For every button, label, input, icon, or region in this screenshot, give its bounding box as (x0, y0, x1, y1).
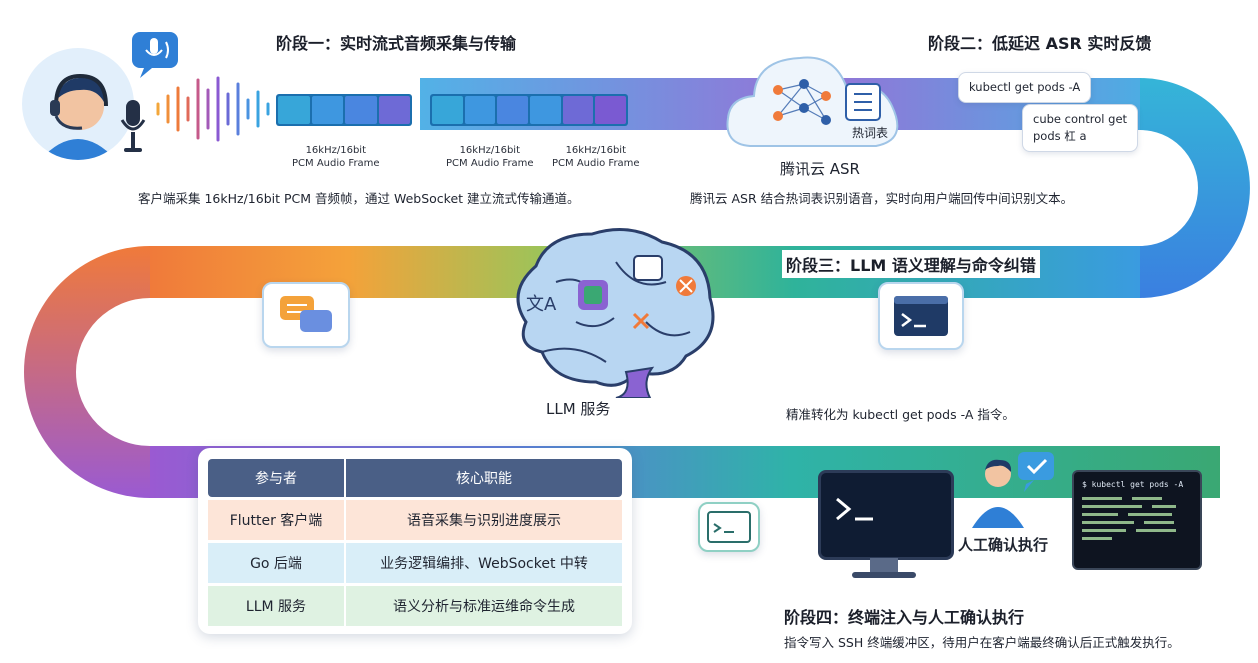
cloud-icon (726, 56, 899, 147)
asr-name: 腾讯云 ASR (780, 160, 860, 178)
table-header: 核心职能 (344, 459, 622, 497)
table-cell: 业务逻辑编排、WebSocket 中转 (344, 543, 622, 583)
microphone-bubble-icon (132, 32, 178, 78)
terminal-mini-card (698, 502, 760, 552)
terminal-card (878, 282, 964, 350)
chat-card (262, 282, 350, 348)
microphone-icon (118, 98, 148, 162)
chat-bubbles-icon (280, 296, 332, 332)
road-command-text: kubect (650, 518, 698, 534)
table-header: 参与者 (208, 459, 344, 497)
frame-label-3: 16kHz/16bit PCM Audio Frame (552, 145, 640, 169)
terminal-icon (894, 296, 948, 336)
stage-1-desc: 客户端采集 16kHz/16bit PCM 音频帧，通过 WebSocket 建… (138, 191, 580, 206)
terminal-window: $ kubectl get pods -A (1072, 470, 1202, 570)
asr-raw-bubble: cube control get pods 杠 a (1022, 104, 1139, 152)
frame-label-1: 16kHz/16bit PCM Audio Frame (292, 145, 380, 169)
audio-waveform (156, 76, 270, 142)
monitor-stand (870, 558, 898, 574)
stage-4-desc: 指令写入 SSH 终端缓冲区，待用户在客户端最终确认后正式触发执行。 (784, 635, 1180, 650)
user-avatar (22, 48, 134, 160)
voice-bubble (130, 30, 182, 78)
frame-label-2: 16kHz/16bit PCM Audio Frame (446, 145, 534, 169)
stage-4-title: 阶段四：终端注入与人工确认执行 (784, 608, 1025, 627)
table-row: LLM 服务 语义分析与标准运维命令生成 (208, 586, 622, 626)
confirm-label: 人工确认执行 (958, 536, 1049, 554)
table-cell: 语义分析与标准运维命令生成 (344, 586, 622, 626)
table-cell: 语音采集与识别进度展示 (344, 500, 622, 540)
llm-name: LLM 服务 (546, 400, 611, 418)
terminal-icon (707, 511, 751, 543)
stage-2-title: 阶段二：低延迟 ASR 实时反馈 (928, 34, 1152, 53)
monitor-base (852, 572, 916, 578)
stage-2-desc: 腾讯云 ASR 结合热词表识别语音，实时向用户端回传中间识别文本。 (690, 191, 1074, 206)
table-cell: Go 后端 (208, 543, 344, 583)
table-cell: LLM 服务 (208, 586, 344, 626)
stage-3-desc: 精准转化为 kubectl get pods -A 指令。 (786, 407, 1015, 422)
pcm-frame-group-1 (276, 94, 412, 126)
table-row: Flutter 客户端 语音采集与识别进度展示 (208, 500, 622, 540)
table-cell: Flutter 客户端 (208, 500, 344, 540)
terminal-output-lines (1082, 497, 1176, 540)
stage-3-title: 阶段三：LLM 语义理解与命令纠错 (782, 250, 1040, 278)
table-row: Go 后端 业务逻辑编排、WebSocket 中转 (208, 543, 622, 583)
pcm-frame-group-2 (430, 94, 628, 126)
svg-text:文A: 文A (526, 294, 557, 315)
hotword-label: 热词表 (852, 126, 889, 140)
terminal-prompt-icon (836, 497, 873, 521)
asr-result-bubble: kubectl get pods -A (958, 72, 1092, 103)
table-header-row: 参与者 核心职能 (208, 459, 622, 497)
stage-1-title: 阶段一：实时流式音频采集与传输 (276, 34, 517, 53)
brain-icon: 文A (516, 228, 715, 398)
terminal-command: $ kubectl get pods -A (1082, 480, 1184, 489)
confirm-user-icon (972, 452, 1054, 528)
monitor-screen (818, 470, 954, 560)
roles-table: 参与者 核心职能 Flutter 客户端 语音采集与识别进度展示 Go 后端 业… (208, 456, 622, 629)
headset-user-icon (40, 73, 116, 160)
